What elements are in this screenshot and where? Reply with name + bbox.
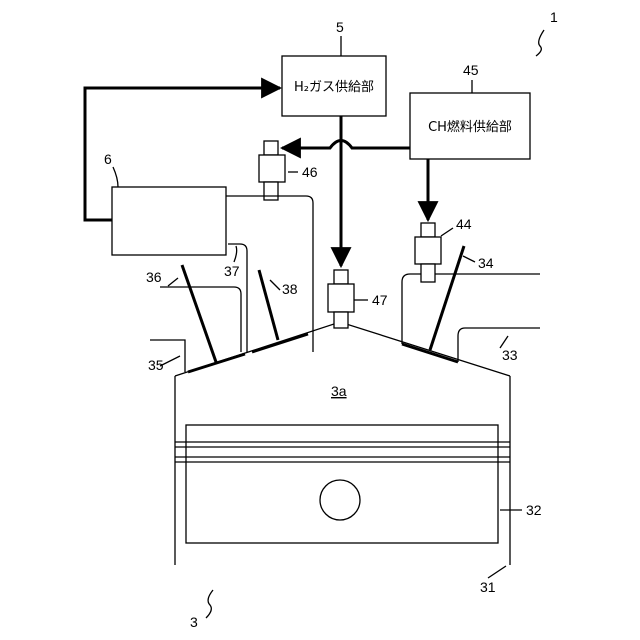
ref-6: 6	[104, 151, 112, 167]
piston	[175, 425, 510, 543]
injector-44	[415, 223, 441, 282]
ports-36-37	[160, 244, 247, 352]
ref-44: 44	[456, 216, 472, 232]
ref-46: 46	[302, 164, 318, 180]
ref-36: 36	[146, 269, 162, 285]
ref-32: 32	[526, 502, 542, 518]
ref-38: 38	[282, 281, 298, 297]
ch-to-injector46-arrow	[282, 141, 410, 149]
ref-35: 35	[148, 357, 164, 373]
ref-47: 47	[372, 292, 388, 308]
injector-46	[226, 141, 313, 352]
ch-supply-label: CH燃料供給部	[428, 119, 512, 135]
ref-5: 5	[336, 19, 344, 35]
engine-cylinder	[175, 322, 510, 565]
injector-47	[328, 270, 354, 328]
ref-1: 1	[550, 9, 558, 25]
ref-3: 3	[190, 614, 198, 630]
ref-34: 34	[478, 255, 494, 271]
ref-31: 31	[480, 579, 496, 595]
ref-33: 33	[502, 347, 518, 363]
controller-box	[112, 187, 226, 255]
ref-3a: 3a	[331, 383, 347, 399]
ref-37: 37	[224, 263, 240, 279]
ref-45: 45	[463, 62, 479, 78]
h2-supply-label: H₂ガス供給部	[294, 80, 374, 95]
